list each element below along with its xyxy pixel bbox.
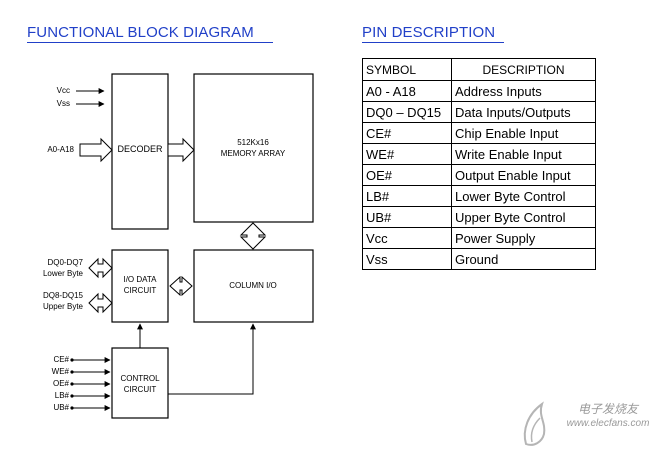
control-circuit-block bbox=[111, 347, 169, 419]
pin-description: Data Inputs/Outputs bbox=[451, 101, 596, 123]
memory-column-io-arrow bbox=[239, 222, 267, 250]
address-label: A0-A18 bbox=[47, 145, 74, 154]
table-row: UB#Upper Byte Control bbox=[362, 206, 596, 228]
column-io-block bbox=[193, 249, 314, 323]
table-row: OE#Output Enable Input bbox=[362, 164, 596, 186]
lower-byte-port-arrow bbox=[88, 257, 113, 279]
pin-description: Lower Byte Control bbox=[451, 185, 596, 207]
memory-array-size-label: 512Kx16 bbox=[237, 138, 269, 147]
decoder-block bbox=[111, 73, 169, 230]
ce-label: CE# bbox=[53, 355, 69, 364]
pin-description: Write Enable Input bbox=[451, 143, 596, 165]
symbol-header: SYMBOL bbox=[362, 58, 452, 81]
pin-description: Output Enable Input bbox=[451, 164, 596, 186]
upper-bus-label: DQ8-DQ15 bbox=[43, 291, 84, 300]
address-bus-arrow bbox=[79, 137, 113, 163]
lb-label: LB# bbox=[55, 391, 70, 400]
vss-label: Vss bbox=[57, 99, 70, 108]
upper-byte-port-arrow bbox=[88, 292, 113, 314]
decoder-to-memory-arrow bbox=[167, 137, 195, 163]
control-label: CONTROL bbox=[120, 374, 160, 383]
io-data-label: I/O DATA bbox=[123, 275, 157, 284]
watermark-url: www.elecfans.com bbox=[566, 418, 650, 429]
column-io-label: COLUMN I/O bbox=[229, 281, 277, 290]
control-to-column-io-arrow bbox=[168, 323, 256, 395]
pin-symbol: LB# bbox=[362, 185, 452, 207]
decoder-label: DECODER bbox=[117, 144, 163, 154]
block-diagram-title: FUNCTIONAL BLOCK DIAGRAM bbox=[27, 24, 273, 43]
io-data-circuit-block bbox=[111, 249, 169, 323]
lower-bus-label: DQ0-DQ7 bbox=[47, 258, 83, 267]
table-row: CE#Chip Enable Input bbox=[362, 122, 596, 144]
vcc-label: Vcc bbox=[57, 86, 70, 95]
watermark-brand: 电子发烧友 bbox=[577, 402, 638, 416]
pin-symbol: WE# bbox=[362, 143, 452, 165]
pin-symbol: CE# bbox=[362, 122, 452, 144]
io-circuit-label: CIRCUIT bbox=[124, 286, 157, 295]
pin-description: Power Supply bbox=[451, 227, 596, 249]
table-row: LB#Lower Byte Control bbox=[362, 185, 596, 207]
pin-symbol: Vcc bbox=[362, 227, 452, 249]
pin-symbol: DQ0 – DQ15 bbox=[362, 101, 452, 123]
control-circuit-label: CIRCUIT bbox=[124, 385, 157, 394]
oe-label: OE# bbox=[53, 379, 70, 388]
table-header-row: SYMBOL DESCRIPTION bbox=[362, 58, 596, 81]
memory-array-block bbox=[193, 73, 314, 223]
we-label: WE# bbox=[52, 367, 70, 376]
memory-array-label: MEMORY ARRAY bbox=[221, 149, 286, 158]
watermark-logo-icon bbox=[523, 401, 546, 446]
description-header: DESCRIPTION bbox=[451, 58, 596, 81]
pin-symbol: UB# bbox=[362, 206, 452, 228]
pin-description: Address Inputs bbox=[451, 80, 596, 102]
pin-description: Ground bbox=[451, 248, 596, 270]
table-row: WE#Write Enable Input bbox=[362, 143, 596, 165]
pin-description-title: PIN DESCRIPTION bbox=[362, 24, 504, 43]
ub-label: UB# bbox=[53, 403, 69, 412]
pin-description: Upper Byte Control bbox=[451, 206, 596, 228]
io-column-io-arrow bbox=[169, 275, 193, 297]
lower-byte-label: Lower Byte bbox=[43, 269, 84, 278]
pin-symbol: A0 - A18 bbox=[362, 80, 452, 102]
pin-description: Chip Enable Input bbox=[451, 122, 596, 144]
pin-symbol: Vss bbox=[362, 248, 452, 270]
upper-byte-label: Upper Byte bbox=[43, 302, 84, 311]
pin-symbol: OE# bbox=[362, 164, 452, 186]
